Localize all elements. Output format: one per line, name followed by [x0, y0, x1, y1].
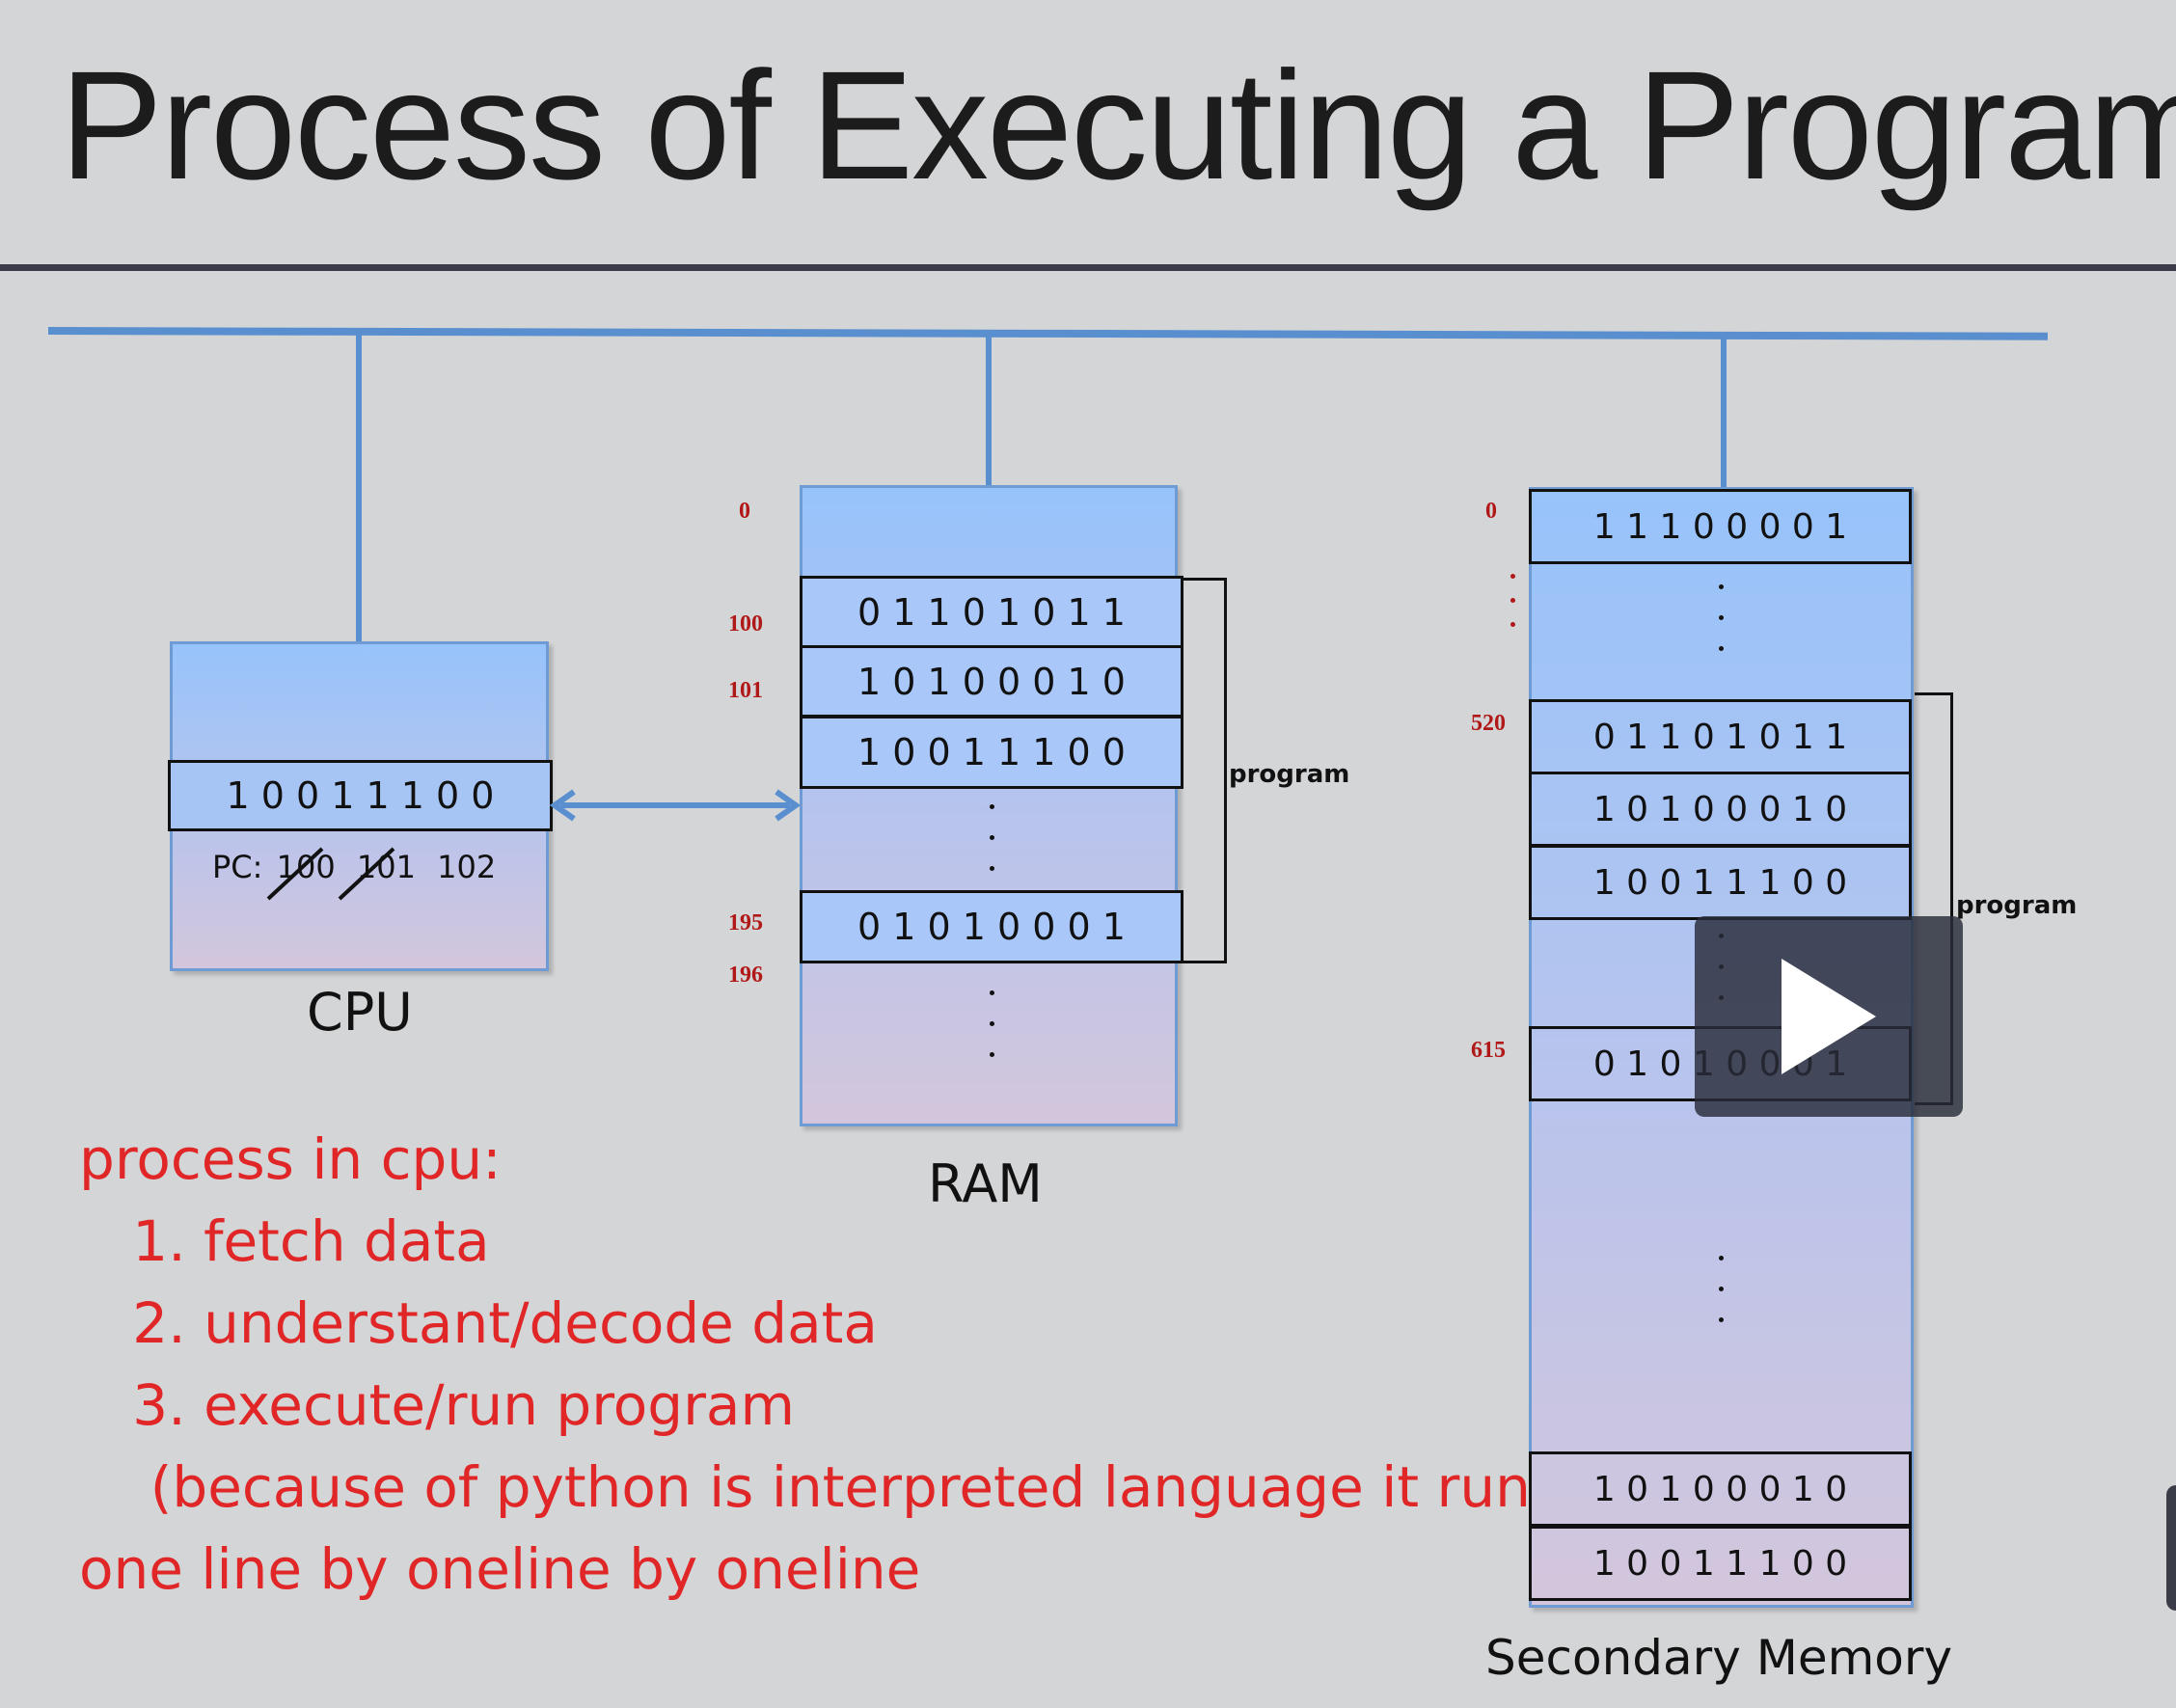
- ram-ellipsis-upper: [988, 804, 995, 897]
- secondary-memory-label: Secondary Memory: [1485, 1630, 1953, 1686]
- ram-bus-connector: [986, 333, 992, 487]
- pc-strikeouts: [266, 847, 395, 901]
- ram-addr-101: 101: [728, 678, 763, 703]
- notes-line-6: one line by oneline by oneline: [79, 1536, 921, 1602]
- secondary-cell-522: 1 0 0 1 1 1 0 0: [1529, 845, 1912, 920]
- notes-line-3: 2. understant/decode data: [79, 1290, 878, 1356]
- secondary-ellipsis-lower: [1717, 1256, 1725, 1348]
- cpu-register: 1 0 0 1 1 1 0 0: [168, 760, 553, 831]
- slide-title: Process of Executing a Program: [60, 39, 2176, 211]
- ram-addr-100: 100: [728, 611, 763, 637]
- secondary-ellipsis-top: [1717, 584, 1725, 677]
- secondary-bus-connector: [1721, 333, 1727, 487]
- ram-label: RAM: [928, 1153, 1043, 1214]
- secondary-cell-520: 0 1 1 0 1 0 1 1: [1529, 699, 1912, 774]
- secondary-cell-521: 1 0 1 0 0 0 1 0: [1529, 772, 1912, 847]
- pc-current: 102: [437, 849, 497, 885]
- notes-line-1: process in cpu:: [79, 1126, 502, 1192]
- secondary-addr-ellipsis: [1509, 574, 1516, 653]
- secondary-addr-0: 0: [1485, 499, 1497, 524]
- ram-cell-101: 1 0 1 0 0 0 1 0: [800, 645, 1183, 718]
- secondary-cell-tail-2: 1 0 0 1 1 1 0 0: [1529, 1526, 1912, 1601]
- pc-prefix: PC:: [212, 849, 263, 885]
- ram-cell-195: 0 1 0 1 0 0 0 1: [800, 890, 1183, 963]
- ram-addr-0: 0: [739, 499, 750, 524]
- cpu-ram-arrow: [549, 789, 802, 822]
- secondary-cell-0: 1 1 1 0 0 0 0 1: [1529, 489, 1912, 564]
- ram-addr-196: 196: [728, 962, 763, 988]
- secondary-program-label: program: [1956, 891, 2078, 920]
- ram-cell-102: 1 0 0 1 1 1 0 0: [800, 716, 1183, 789]
- secondary-cell-tail-1: 1 0 1 0 0 0 1 0: [1529, 1451, 1912, 1527]
- ram-cell-100: 0 1 1 0 1 0 1 1: [800, 576, 1183, 648]
- notes-line-4: 3. execute/run program: [79, 1372, 795, 1438]
- play-icon: [1782, 959, 1876, 1074]
- system-bus: [47, 327, 2049, 340]
- pc-old-100: 100: [276, 849, 336, 885]
- cpu-label: CPU: [307, 982, 413, 1043]
- ram-addr-195: 195: [728, 910, 763, 935]
- ram-program-bracket: [1181, 578, 1227, 963]
- cpu-bus-connector: [356, 331, 362, 644]
- secondary-addr-615: 615: [1471, 1038, 1506, 1063]
- secondary-addr-520: 520: [1471, 711, 1506, 736]
- title-divider: [0, 264, 2176, 271]
- edge-overlay: [2166, 1485, 2176, 1611]
- notes-line-5: (because of python is interpreted langua…: [79, 1454, 1531, 1520]
- notes: process in cpu: 1. fetch data 2. underst…: [79, 1119, 1531, 1611]
- program-counter: PC: 100 101 102: [212, 849, 496, 885]
- notes-line-2: 1. fetch data: [79, 1208, 490, 1274]
- video-play-button[interactable]: [1695, 916, 1963, 1117]
- ram-program-label: program: [1229, 760, 1350, 789]
- ram-ellipsis-lower: [988, 990, 995, 1083]
